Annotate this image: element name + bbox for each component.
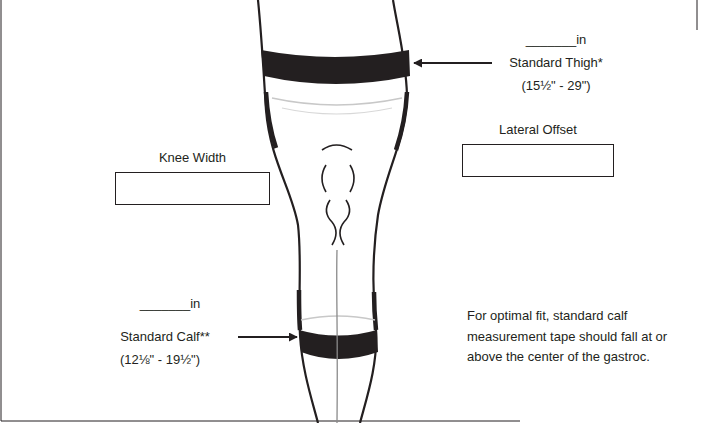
entry-field <box>462 144 614 177</box>
thigh-band <box>261 50 410 84</box>
measurement-label: Standard Thigh* <box>509 55 603 71</box>
brace-strut <box>374 292 376 330</box>
calf-band <box>299 330 378 359</box>
entry-field <box>115 172 270 205</box>
measurement-label: _______in <box>526 32 587 48</box>
entry-box: Knee Width <box>115 150 270 205</box>
shin-line <box>336 250 338 423</box>
brace-strut <box>396 92 407 150</box>
kneecap-sketch <box>322 145 354 245</box>
leader-arrow <box>414 62 492 64</box>
brace-edge <box>272 98 402 105</box>
fit-note: For optimal fit, standard calf measureme… <box>467 306 672 368</box>
brace-strut <box>299 290 300 330</box>
measurement-label: Standard Calf** <box>120 329 210 345</box>
box-heading: Lateral Offset <box>462 122 614 138</box>
box-heading: Knee Width <box>115 150 270 166</box>
brace-edge <box>301 316 375 320</box>
brace-edge <box>282 108 392 114</box>
measurement-label: (15½" - 29") <box>521 78 590 94</box>
measurement-label: _______in <box>140 296 201 312</box>
leader-arrow <box>238 336 297 338</box>
brace-strut <box>266 92 276 148</box>
entry-box: Lateral Offset <box>462 122 614 177</box>
measurement-label: (12⅛" - 19½") <box>120 352 200 368</box>
